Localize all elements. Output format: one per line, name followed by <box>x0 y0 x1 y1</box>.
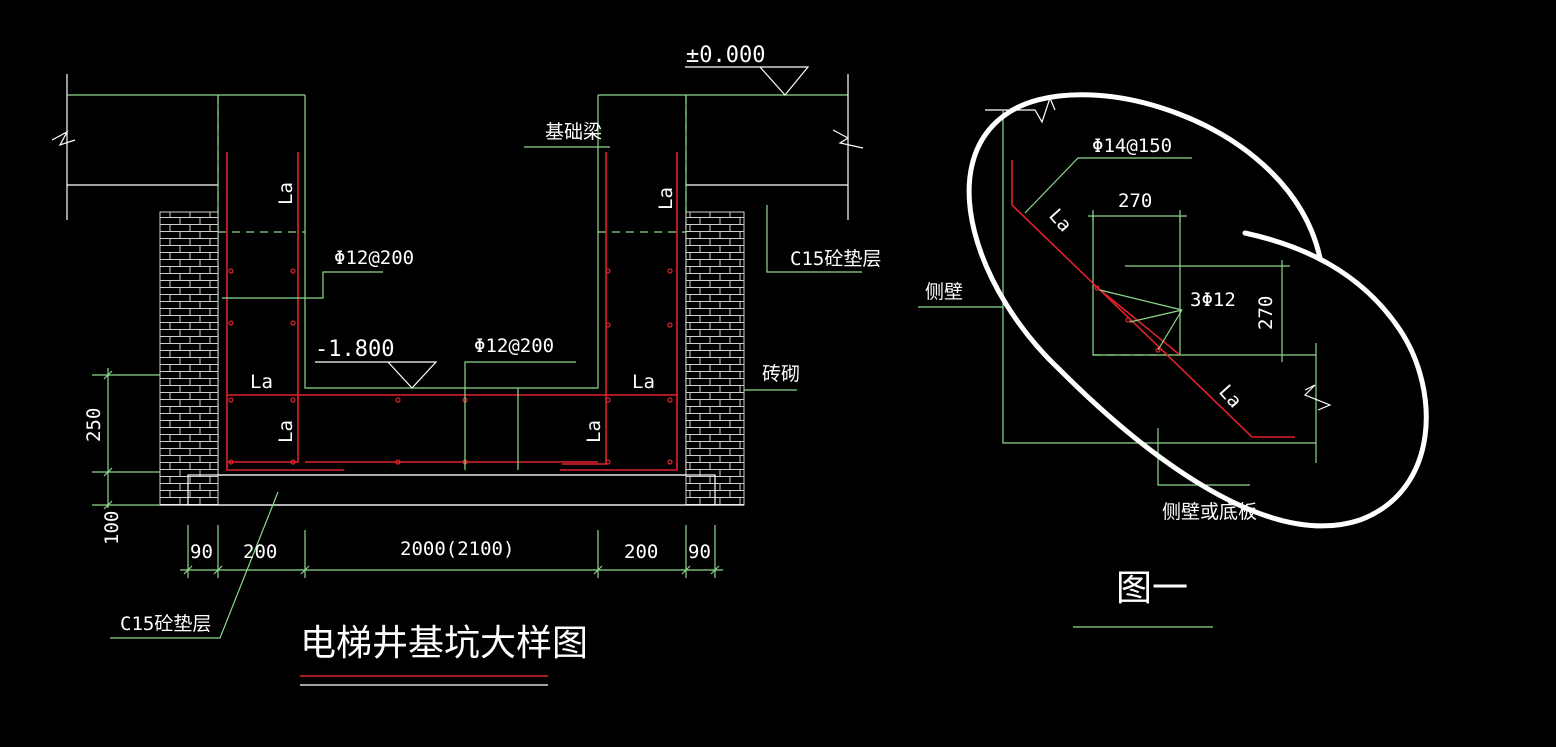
level-marker-pit: -1.800 <box>315 337 438 389</box>
brick-label: 砖砌 <box>762 363 800 385</box>
la-label: La <box>632 371 655 393</box>
foundation-beam-label: 基础梁 <box>545 121 602 143</box>
dimension-horizontal: 90 200 2000(2100) 200 90 <box>180 525 723 578</box>
level-pit-label: -1.800 <box>315 337 394 362</box>
ground-slab-left <box>51 74 305 220</box>
figure-title: 图一 <box>1116 568 1188 609</box>
dim-200-left: 200 <box>243 541 277 563</box>
brick-wall-left <box>159 211 219 506</box>
pit-detail-drawing: ±0.000 -1.800 基础梁 C15砼垫层 砖砌 Φ12@200 Φ12@… <box>51 43 881 686</box>
level-top-label: ±0.000 <box>686 43 765 68</box>
side-wall-label: 侧壁 <box>925 281 963 303</box>
la-label: La <box>1214 381 1246 413</box>
wall-or-slab-label: 侧壁或底板 <box>1162 501 1257 523</box>
dimension-vertical: 250 100 <box>83 368 160 545</box>
drawing-title: 电梯井基坑大样图 <box>300 623 588 664</box>
dim-200-right: 200 <box>624 541 658 563</box>
cushion-label-bottom: C15砼垫层 <box>120 613 211 635</box>
dim-100: 100 <box>101 511 123 545</box>
pit-inner-wall <box>304 95 599 389</box>
dim-270-vertical: 270 <box>1255 296 1277 330</box>
dim-2000: 2000(2100) <box>400 538 514 560</box>
cushion-layer <box>187 474 716 506</box>
la-label: La <box>583 420 605 443</box>
dim-250: 250 <box>83 408 105 442</box>
wall-rebar-label: Φ12@200 <box>334 247 414 269</box>
dim-90-left: 90 <box>190 541 213 563</box>
corner-rebar-label: 3Φ12 <box>1190 289 1236 311</box>
brick-wall-right <box>685 211 745 506</box>
corner-detail-drawing: 270 270 Φ14@150 3Φ12 侧壁 侧壁或底板 La La 图一 <box>918 92 1429 628</box>
la-label: La <box>655 187 677 210</box>
level-marker-top: ±0.000 <box>685 43 810 96</box>
la-label: La <box>275 182 297 205</box>
cushion-label-right: C15砼垫层 <box>790 248 881 270</box>
highlight-ellipse <box>966 92 1429 529</box>
main-rebar-label: Φ14@150 <box>1092 135 1172 157</box>
la-label: La <box>275 420 297 443</box>
ground-slab-right <box>598 74 864 220</box>
corner-rebar <box>1011 160 1295 438</box>
la-label: La <box>250 371 273 393</box>
la-label: La <box>1044 205 1076 237</box>
pit-outer-wall <box>217 95 687 476</box>
dim-90-right: 90 <box>688 541 711 563</box>
dim-270-horizontal: 270 <box>1118 190 1152 212</box>
slab-rebar-label: Φ12@200 <box>474 335 554 357</box>
